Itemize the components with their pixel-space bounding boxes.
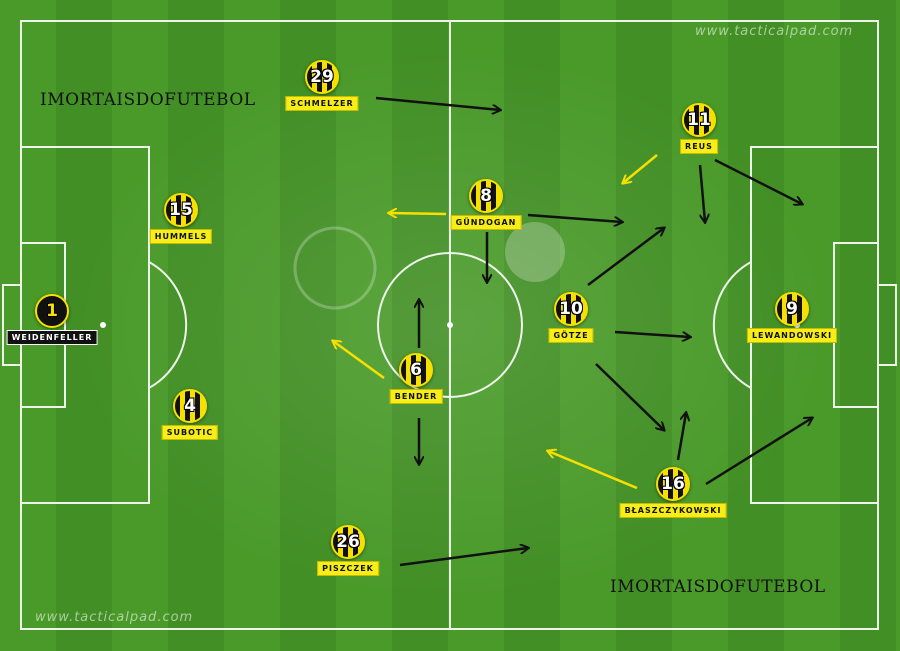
- decorative-ball-icon: [293, 222, 565, 310]
- jersey-badge-icon: 10: [554, 292, 588, 326]
- run-arrow-reus-b: [714, 158, 802, 204]
- jersey-badge-icon: 15: [164, 193, 198, 227]
- player-name: PISZCZEK: [317, 561, 379, 576]
- player-number: 8: [480, 186, 492, 206]
- left-goal: [2, 284, 22, 366]
- player-number: 6: [410, 360, 422, 380]
- run-arrow-piszczek: [399, 548, 528, 567]
- player-number: 15: [169, 200, 193, 220]
- player-number: 29: [310, 67, 334, 87]
- run-arrow-blaszczykowski-b: [705, 418, 812, 486]
- player-name: GÖTZE: [548, 328, 594, 343]
- watermark-top-right: www.tacticalpad.com: [695, 24, 854, 39]
- player-number: 4: [184, 396, 196, 416]
- center-spot: [447, 322, 453, 328]
- pass-arrow-blaszczykowski: [548, 451, 638, 490]
- player-number: 9: [786, 299, 798, 319]
- run-arrow-blaszczykowski-a: [676, 413, 686, 461]
- run-arrow-gundogan-a: [527, 213, 622, 222]
- run-arrow-gotze-c: [595, 363, 664, 430]
- brand-text-top: IMORTAISDOFUTEBOL: [40, 90, 256, 110]
- player-name: WEIDENFELLER: [6, 330, 98, 345]
- run-arrow-reus-a: [698, 164, 705, 222]
- run-arrow-schmelzer: [375, 96, 500, 110]
- jersey-badge-icon: 9: [775, 292, 809, 326]
- jersey-badge-icon: 6: [399, 353, 433, 387]
- left-penalty-spot: [100, 322, 106, 328]
- right-penalty-area: [750, 146, 879, 504]
- player-name: REUS: [680, 139, 718, 154]
- right-goal: [877, 284, 897, 366]
- player-name: SCHMELZER: [285, 96, 359, 111]
- pass-arrow-gundogan: [389, 213, 447, 214]
- player-number: 10: [559, 299, 583, 319]
- player-name: SUBOTIC: [161, 425, 219, 440]
- player-number: 11: [687, 110, 711, 130]
- jersey-badge-icon: 26: [331, 525, 365, 559]
- run-arrow-gotze-b: [614, 330, 690, 337]
- right-goal-area: [833, 242, 879, 408]
- right-penalty-arc: [712, 261, 752, 389]
- pass-arrow-reus: [623, 154, 658, 183]
- player-number: 26: [336, 532, 360, 552]
- jersey-badge-icon: 16: [656, 467, 690, 501]
- player-name: HUMMELS: [149, 229, 213, 244]
- center-circle: [377, 252, 523, 398]
- player-name: BENDER: [389, 389, 443, 404]
- player-name: BŁASZCZYKOWSKI: [619, 503, 727, 518]
- pass-arrow-bender: [333, 341, 385, 380]
- watermark-bottom-left: www.tacticalpad.com: [35, 610, 194, 625]
- jersey-badge-icon: 11: [682, 103, 716, 137]
- run-arrow-gotze-a: [587, 228, 664, 286]
- jersey-badge-icon: 29: [305, 60, 339, 94]
- player-name: LEWANDOWSKI: [746, 328, 838, 343]
- left-penalty-arc: [148, 261, 188, 389]
- jersey-badge-icon: 4: [173, 389, 207, 423]
- player-number: 1: [46, 301, 58, 321]
- brand-text-bottom: IMORTAISDOFUTEBOL: [610, 577, 826, 597]
- player-number: 16: [661, 474, 685, 494]
- jersey-badge-icon: 1: [35, 294, 69, 328]
- jersey-badge-icon: 8: [469, 179, 503, 213]
- player-name: GÜNDOGAN: [450, 215, 522, 230]
